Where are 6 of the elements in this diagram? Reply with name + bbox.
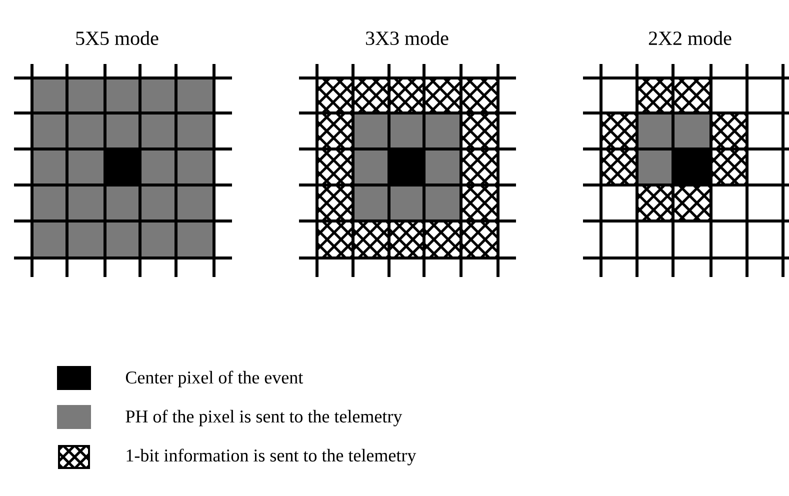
mode-title: 3X3 mode — [366, 30, 448, 46]
legend-text: 1-bit information is sent to the telemetry — [126, 448, 416, 466]
legend-text: PH of the pixel is sent to the telemetry — [126, 410, 402, 426]
legend-text: Center pixel of the event — [126, 370, 304, 388]
mode-title: 5X5 mode — [76, 30, 158, 46]
mode-title: 2X2 mode — [648, 30, 732, 46]
